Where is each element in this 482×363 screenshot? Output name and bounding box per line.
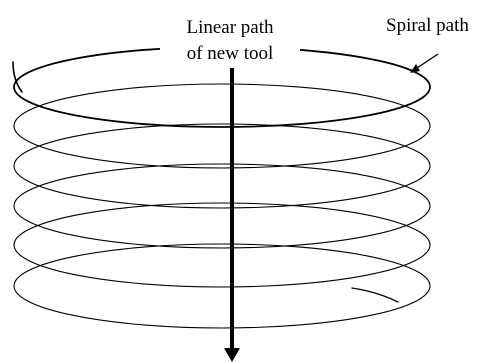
spiral-pointer-line <box>413 53 439 71</box>
spiral-turn-3 <box>13 123 431 209</box>
spiral-turns <box>13 83 431 329</box>
spiral-turn-4 <box>13 163 431 249</box>
linear-path-label-line1: Linear path <box>186 17 274 38</box>
linear-path-label-line2: of new tool <box>187 43 274 64</box>
spiral-end-tail <box>351 287 399 303</box>
spiral-turn-6 <box>13 243 431 329</box>
spiral-start-tail <box>12 61 23 93</box>
linear-path-arrowhead <box>224 348 240 362</box>
spiral-pointer-arrowhead <box>410 64 420 73</box>
spiral-turn-2 <box>13 83 431 169</box>
spiral-path-label: Spiral path <box>386 15 469 36</box>
spiral-turn-5 <box>13 202 431 288</box>
